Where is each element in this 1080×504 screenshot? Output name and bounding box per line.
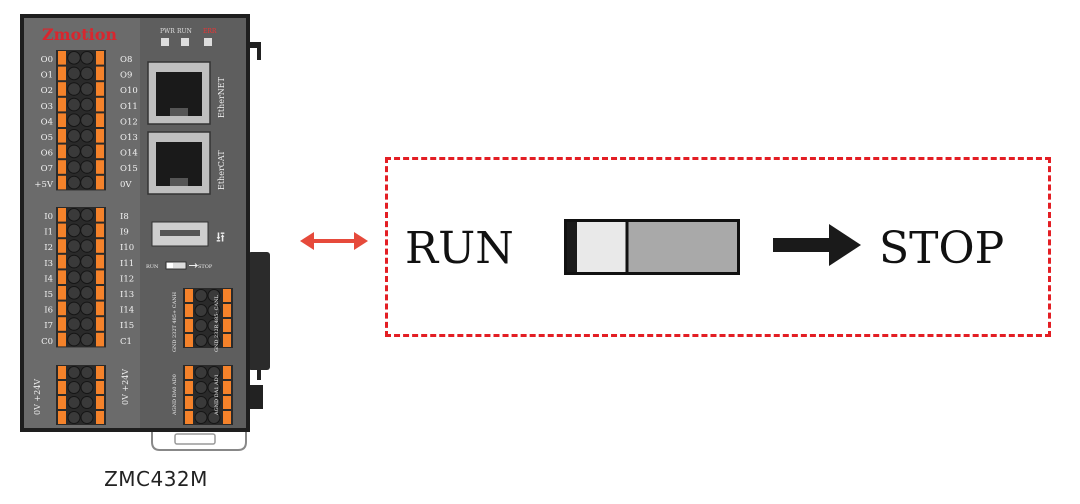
io-label-left-mid-8: C0 (41, 337, 53, 347)
io-label-left-top-6: O6 (41, 149, 53, 159)
io-label-left-top-5: O5 (41, 133, 53, 143)
io-label-right-top-1: O9 (120, 71, 132, 81)
mini-stop-label: STOP (198, 264, 213, 270)
terminal-block-power (56, 365, 106, 425)
io-label-right-top-6: O14 (120, 149, 138, 159)
io-label-right-top-3: O11 (120, 102, 138, 112)
io-label-right-mid-1: I9 (120, 228, 129, 238)
comm-label-left: GND 232T 485+ CANH (172, 291, 178, 352)
io-label-right-top-2: O10 (120, 86, 138, 96)
terminal-block-analog (183, 365, 233, 425)
io-label-right-top-4: O12 (120, 117, 138, 127)
comm-label-right: GND 232R 485- CANL (214, 295, 220, 352)
brand-logo: Zmotion (42, 25, 117, 44)
io-label-left-mid-7: I7 (44, 321, 53, 331)
power-label-right: 0V +24V (121, 369, 130, 405)
io-label-left-top-3: O3 (41, 102, 53, 112)
terminal-block-outputs (56, 50, 106, 191)
io-label-right-mid-7: I15 (120, 321, 134, 331)
io-label-left-top-7: O7 (41, 164, 53, 174)
io-label-right-mid-3: I11 (120, 259, 134, 269)
io-label-left-mid-1: I1 (44, 228, 53, 238)
io-label-left-top-2: O2 (41, 86, 53, 96)
mini-run-label: RUN (146, 264, 159, 270)
io-label-left-mid-5: I5 (44, 290, 53, 300)
mini-run-stop-switch (165, 261, 187, 270)
power-label-left: 0V +24V (33, 379, 42, 415)
io-label-left-mid-3: I3 (44, 259, 53, 269)
terminal-block-inputs (56, 207, 106, 348)
led-pwr (161, 38, 169, 46)
io-label-right-mid-6: I14 (120, 306, 134, 316)
io-label-right-top-0: O8 (120, 55, 132, 65)
bidirectional-arrow-icon (300, 232, 368, 250)
usb-icon: ⭿ (216, 230, 225, 246)
led-label-run: RUN (177, 28, 192, 35)
device-model-caption: ZMC432M (104, 467, 208, 491)
arrow-right-icon (773, 224, 861, 266)
stop-label: STOP (879, 223, 1005, 274)
run-label: RUN (405, 223, 514, 274)
ethernet-port (147, 61, 211, 125)
ethernet-label: EtherNET (217, 76, 226, 118)
run-stop-slide-switch (564, 219, 740, 275)
led-err (204, 38, 212, 46)
io-label-left-top-1: O1 (41, 71, 53, 81)
io-label-right-top-7: O15 (120, 164, 138, 174)
io-label-right-mid-0: I8 (120, 212, 129, 222)
led-label-pwr: PWR (160, 28, 175, 35)
controller-device: Zmotion PWR RUN ERR EtherNET EtherCAT ⭿ … (20, 14, 270, 451)
terminal-block-comm (183, 288, 233, 348)
io-label-right-mid-5: I13 (120, 290, 134, 300)
io-label-right-mid-2: I10 (120, 243, 134, 253)
io-label-left-mid-6: I6 (44, 306, 53, 316)
io-label-left-top-8: +5V (34, 180, 54, 190)
ethercat-label: EtherCAT (217, 150, 226, 190)
analog-label-right: AGND DA1 AD1 (214, 374, 220, 416)
led-run (181, 38, 189, 46)
io-label-left-mid-0: I0 (44, 212, 53, 222)
led-label-err: ERR (203, 28, 217, 35)
io-label-left-mid-4: I4 (44, 274, 53, 284)
switch-callout-box (385, 157, 1051, 337)
io-label-right-top-5: O13 (120, 133, 138, 143)
io-label-right-top-8: 0V (120, 180, 132, 190)
io-label-right-mid-8: C1 (120, 337, 132, 347)
io-label-right-mid-4: I12 (120, 274, 134, 284)
io-label-left-top-4: O4 (41, 117, 53, 127)
io-label-left-mid-2: I2 (44, 243, 53, 253)
analog-label-left: AGND DA0 AD0 (172, 374, 178, 416)
ethercat-port (147, 131, 211, 195)
io-label-left-top-0: O0 (41, 55, 53, 65)
